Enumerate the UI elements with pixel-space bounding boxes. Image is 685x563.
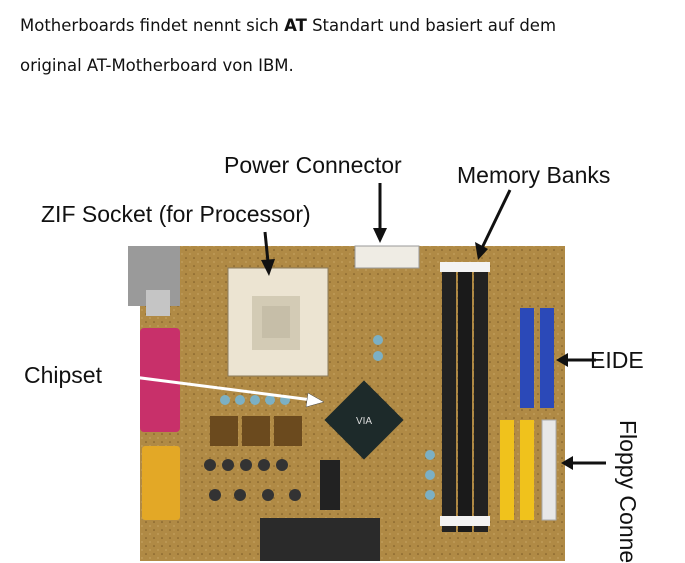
floppy-connector-yellow-1 (500, 420, 514, 520)
label-eide: EIDE (590, 347, 644, 373)
label-floppy-connector: Floppy Conne (615, 420, 641, 563)
label-chipset: Chipset (24, 362, 102, 388)
floppy-connector (541, 419, 557, 521)
label-memory-banks: Memory Banks (457, 162, 611, 188)
chipset-chip (324, 380, 404, 460)
intro-bold-at: AT (284, 16, 307, 35)
eide-connector-2 (540, 308, 554, 408)
eide-connector-1 (520, 308, 534, 408)
label-power-connector: Power Connector (224, 152, 402, 178)
floppy-connector-yellow-2 (520, 420, 534, 520)
label-zif-socket: ZIF Socket (for Processor) (41, 201, 311, 227)
chipset-logo: VIA (356, 416, 372, 427)
memory-slot-1 (442, 270, 456, 532)
memory-slot-2 (458, 270, 472, 532)
intro-line-2: original AT-Motherboard von IBM. (20, 56, 294, 75)
serial-port (142, 446, 180, 520)
power-connector (354, 245, 420, 269)
intro-text: Motherboards findet nennt sich AT Standa… (20, 6, 660, 86)
memory-slot-3 (474, 270, 488, 532)
intro-line-1: Motherboards findet nennt sich AT Standa… (20, 16, 557, 35)
